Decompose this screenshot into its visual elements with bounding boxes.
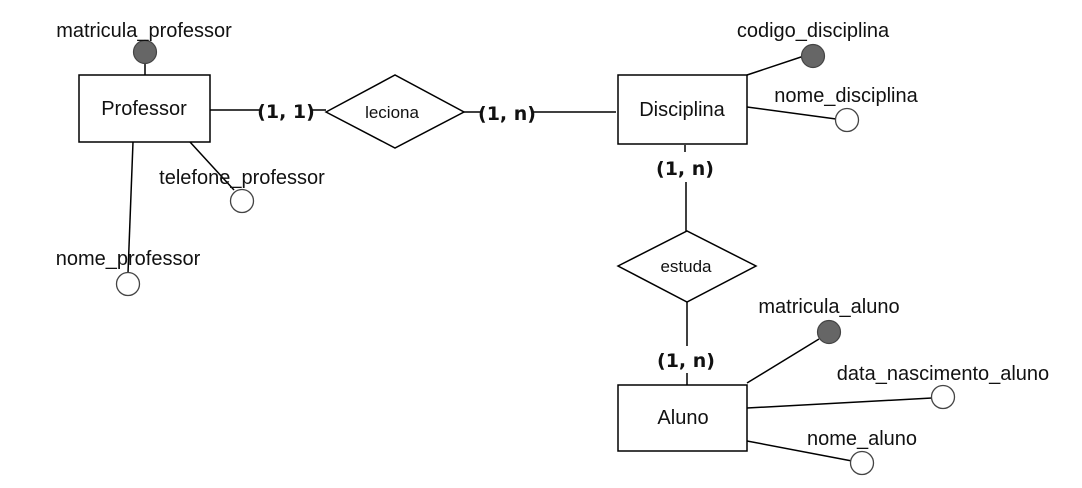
attribute-nome-professor-marker	[115, 271, 141, 297]
attribute-data-nascimento-aluno-label: data_nascimento_aluno	[837, 363, 1049, 385]
attribute-nome-disciplina-label: nome_disciplina	[774, 85, 918, 107]
key-attribute-codigo-disciplina-marker	[800, 43, 826, 69]
connectors	[127, 55, 933, 462]
attribute-data-nascimento-aluno-marker	[930, 384, 956, 410]
cardinality-leciona-professor: (1, 1)	[257, 101, 315, 123]
entity-disciplina-box[interactable]	[617, 74, 748, 145]
relationship-estuda-diamond[interactable]	[616, 230, 758, 303]
line-nome-disciplina	[746, 106, 837, 120]
relationship-leciona[interactable]: leciona	[324, 74, 466, 149]
entity-aluno-box[interactable]	[617, 384, 748, 452]
attribute-nome-disciplina-marker	[834, 107, 860, 133]
cardinality-estuda-disciplina: (1, n)	[656, 158, 714, 180]
entity-professor-label: Professor	[101, 98, 187, 120]
entity-disciplina-label: Disciplina	[639, 99, 725, 121]
relationship-leciona-diamond[interactable]	[324, 74, 466, 149]
attribute-matricula-professor-label: matricula_professor	[56, 20, 232, 42]
cardinality-estuda-aluno: (1, n)	[657, 350, 715, 372]
attribute-matricula-aluno-label: matricula_aluno	[758, 296, 899, 318]
key-attribute-matricula-professor-marker	[132, 39, 158, 65]
entity-professor[interactable]: Professor	[78, 74, 211, 143]
cardinality-leciona-disciplina: (1, n)	[478, 103, 536, 125]
attribute-nome-aluno-label: nome_aluno	[807, 428, 917, 450]
line-data-nascimento-aluno	[746, 397, 933, 409]
entity-disciplina[interactable]: Disciplina	[617, 74, 748, 145]
attribute-codigo-disciplina-label: codigo_disciplina	[737, 20, 890, 42]
line-nome-aluno	[746, 440, 853, 462]
entity-aluno-label: Aluno	[657, 407, 708, 429]
relationship-estuda[interactable]: estuda	[616, 230, 758, 303]
relationship-estuda-label: estuda	[660, 257, 712, 276]
attribute-telefone-professor-marker	[229, 188, 255, 214]
line-matricula-aluno	[746, 338, 820, 384]
attribute-nome-aluno-marker	[849, 450, 875, 476]
line-nome-professor	[127, 141, 134, 274]
attribute-nome-professor-label: nome_professor	[56, 248, 201, 270]
entity-aluno[interactable]: Aluno	[617, 384, 748, 452]
key-attribute-matricula-aluno-marker	[816, 319, 842, 345]
line-codigo-disciplina	[746, 55, 805, 76]
entity-professor-box[interactable]	[78, 74, 211, 143]
line-telefone-professor	[189, 141, 235, 191]
relationship-leciona-label: leciona	[365, 103, 419, 122]
attribute-telefone-professor-label: telefone_professor	[159, 167, 325, 189]
